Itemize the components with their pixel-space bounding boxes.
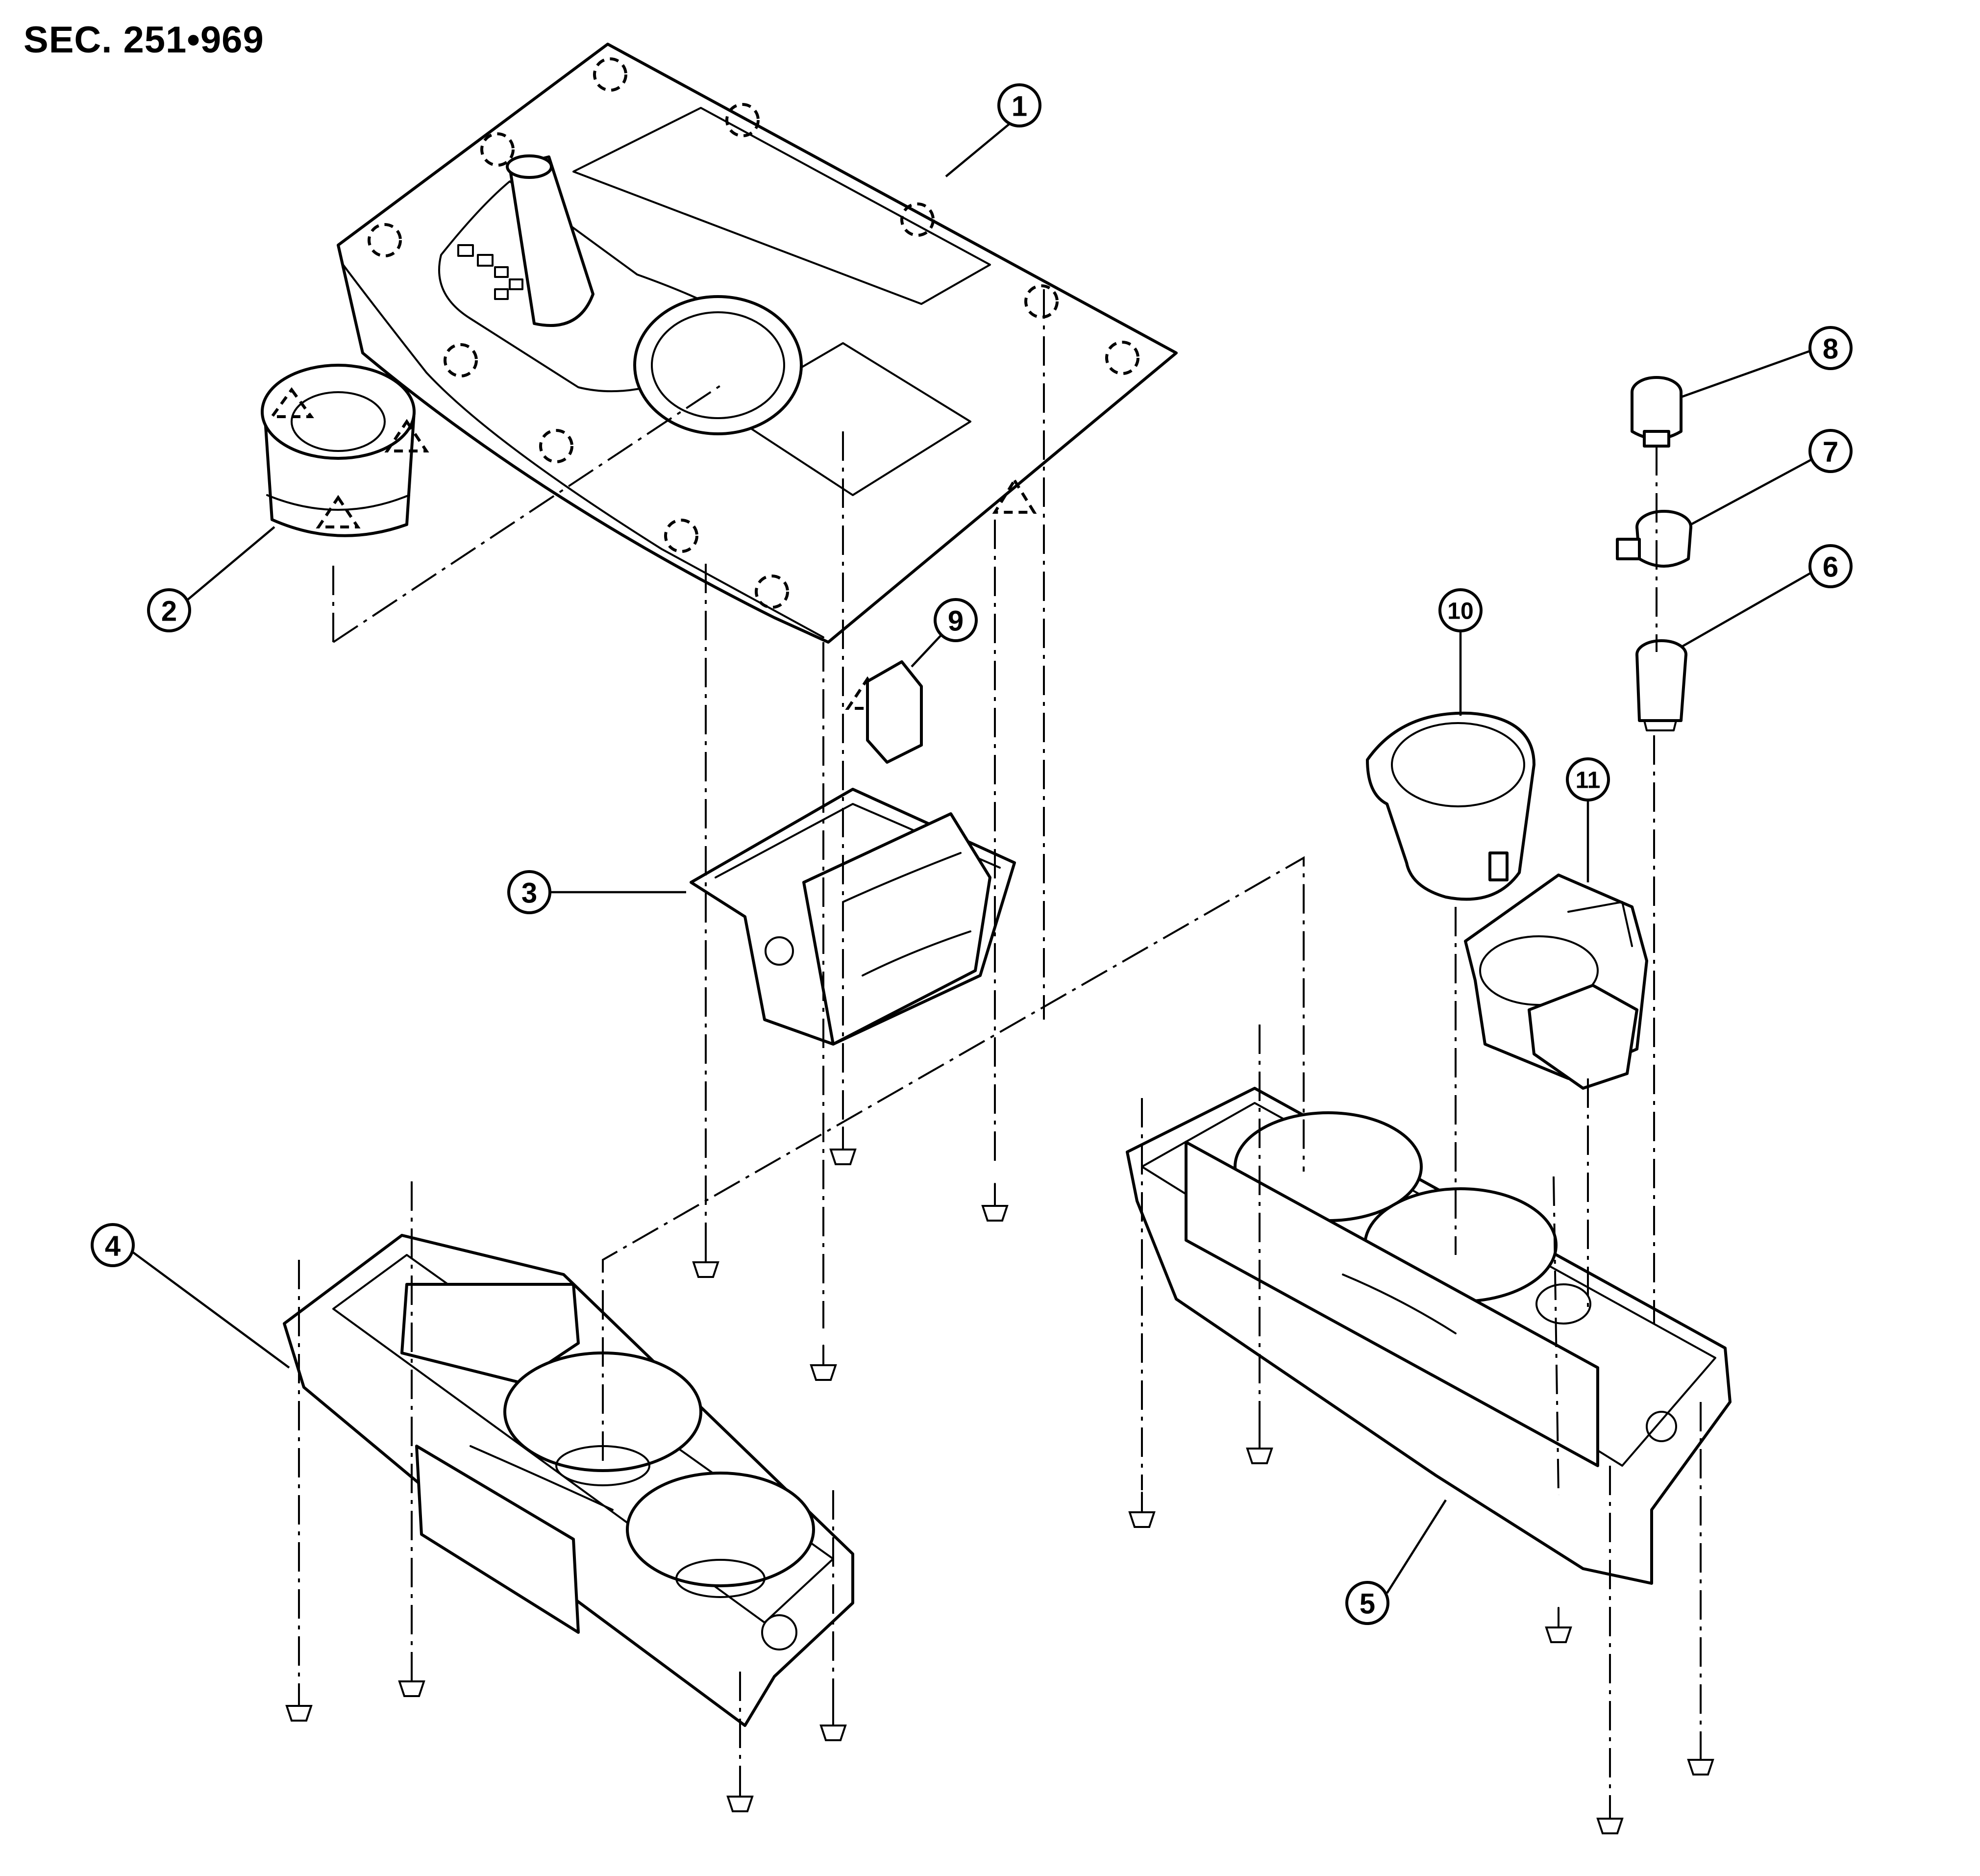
callout-6: 6: [1808, 544, 1853, 588]
dashed-circle-clip-icon: [1024, 284, 1059, 319]
dashed-circle-clip-icon: [900, 202, 935, 237]
dashed-triangle-pawl-icon: [316, 495, 361, 528]
screw-icon: [692, 1242, 719, 1278]
rear-console-box-part: [1126, 1087, 1732, 1585]
screw-icon: [1687, 1739, 1714, 1776]
callout-9: 9: [934, 598, 978, 642]
callout-1: 1: [997, 83, 1041, 127]
dashed-circle-clip-icon: [368, 223, 402, 257]
section-code: SEC. 251•969: [24, 19, 264, 61]
callout-label: 5: [1360, 1588, 1375, 1620]
dashed-circle-clip-icon: [1105, 341, 1139, 375]
screw-icon: [1246, 1428, 1273, 1464]
screw-icon: [1596, 1798, 1624, 1834]
cup-holder-bracket-part: [1464, 874, 1648, 1090]
front-console-box-part: [283, 1234, 854, 1727]
switch-cluster: [457, 244, 523, 300]
dashed-circle-clip-icon: [480, 132, 515, 167]
screw-icon: [819, 1705, 847, 1741]
callout-label: 4: [105, 1230, 121, 1262]
screw-icon: [285, 1685, 313, 1722]
callout-7: 7: [1808, 429, 1853, 473]
callout-8: 8: [1808, 326, 1853, 370]
screw-icon: [398, 1661, 425, 1697]
dashed-triangle-pawl-icon: [269, 387, 314, 418]
screw-icon: [981, 1183, 1009, 1222]
callout-11: 11: [1566, 757, 1610, 801]
callout-4: 4: [91, 1223, 135, 1267]
dashed-circle-clip-icon: [725, 103, 760, 137]
socket-cap-part-8: [1631, 376, 1683, 448]
dashed-circle-clip-icon: [593, 57, 627, 92]
dashed-circle-clip-icon: [664, 519, 698, 553]
callout-label: 7: [1823, 436, 1838, 468]
callout-label: 8: [1823, 333, 1838, 365]
dashed-circle-clip-icon: [444, 343, 478, 377]
dashed-triangle-pawl-icon: [384, 419, 429, 452]
cup-holder-insert-part: [1366, 711, 1535, 901]
screw-icon: [1128, 1492, 1156, 1528]
assembly-line-group: [298, 289, 1702, 1804]
screw-icon: [810, 1345, 837, 1381]
socket-ring-part-7: [1616, 510, 1692, 568]
console-finisher-part: [337, 43, 1178, 644]
screw-icon: [829, 1126, 857, 1165]
callout-2: 2: [147, 588, 191, 632]
callout-10: 10: [1438, 588, 1483, 632]
callout-label: 1: [1012, 91, 1027, 123]
dashed-circle-clip-icon: [755, 575, 789, 609]
callout-label: 9: [948, 605, 964, 637]
dashed-triangle-pawl-icon: [992, 477, 1037, 514]
callout-3: 3: [507, 870, 551, 914]
callout-label: 10: [1447, 599, 1473, 625]
socket-body-part-6: [1635, 639, 1687, 731]
callout-5: 5: [1345, 1581, 1389, 1625]
screw-icon: [1545, 1607, 1572, 1643]
screw-icon: [726, 1776, 754, 1812]
screw-group: [285, 1126, 1714, 1834]
small-switch-part: [866, 660, 923, 764]
callout-label: 3: [521, 877, 537, 909]
dashed-circle-clip-icon: [539, 429, 573, 463]
pocket-tray-part: [690, 788, 1016, 1046]
clip-icon-group: [368, 57, 1139, 609]
dial-knob-part: [261, 364, 416, 537]
callout-label: 2: [161, 596, 177, 627]
callout-label: 11: [1576, 768, 1601, 794]
callout-label: 6: [1823, 551, 1838, 583]
